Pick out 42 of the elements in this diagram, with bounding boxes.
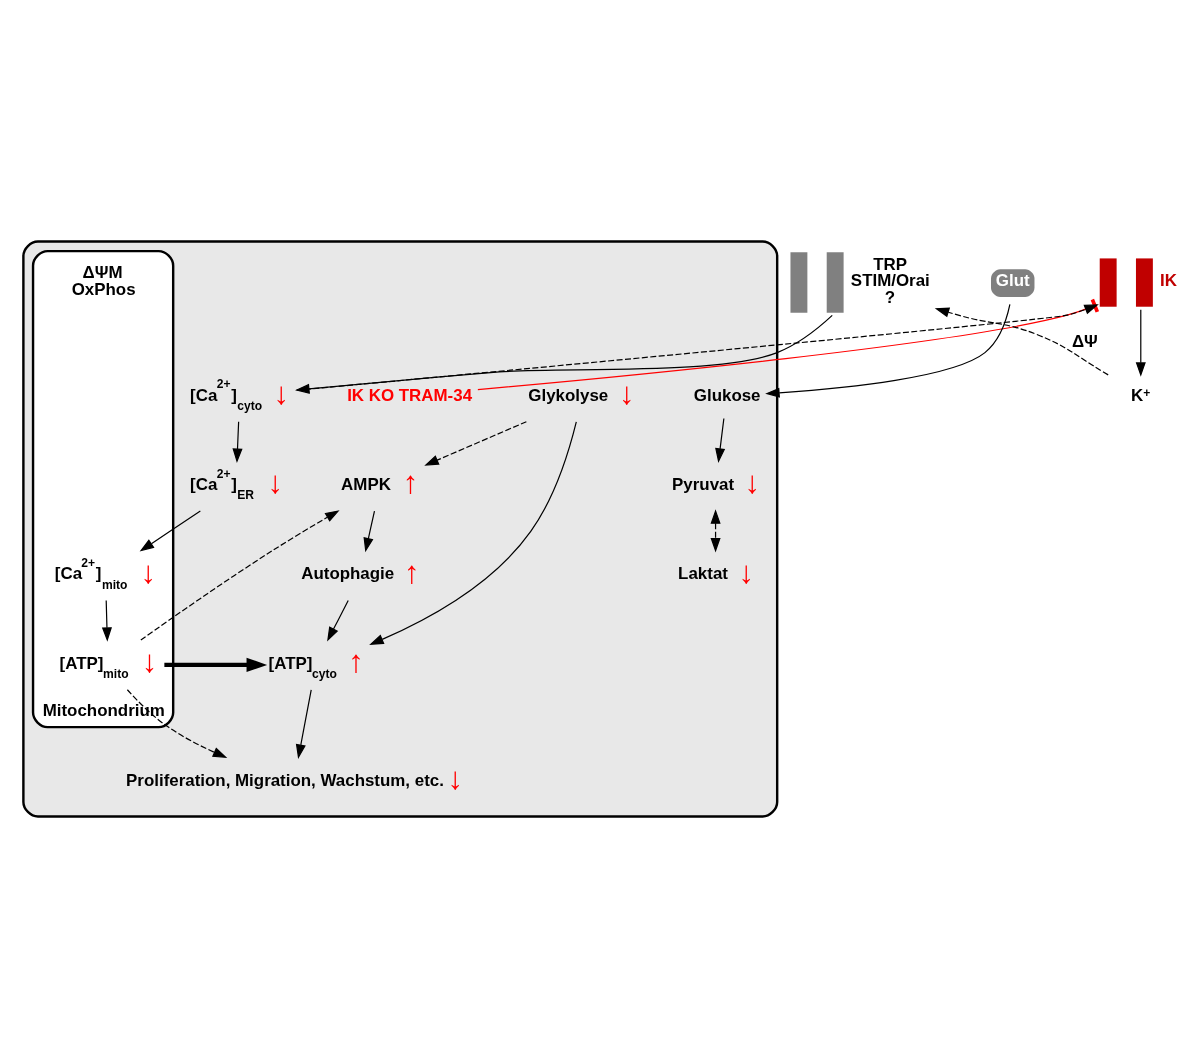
arrow <box>1135 308 1146 377</box>
node-label: ↓ <box>447 760 464 796</box>
node-label: ↓ <box>738 554 755 590</box>
node-label: ↓ <box>273 375 290 411</box>
node-label: ↓ <box>618 375 635 411</box>
arrow <box>327 599 349 642</box>
arrow <box>715 417 726 463</box>
node-label: TRP STIM/Orai ? <box>850 254 930 307</box>
node-label: ↑ <box>402 464 419 500</box>
arrow <box>934 307 1109 375</box>
node-label: IK <box>1160 270 1178 290</box>
arrow <box>363 510 376 552</box>
arrow <box>710 508 721 552</box>
label: ΔΨM OxPhos <box>71 262 136 299</box>
arrow <box>232 420 243 463</box>
arrow <box>140 509 340 641</box>
node-text: IK KO TRAM-34 <box>347 385 473 405</box>
node-text: Glykolyse <box>528 385 609 405</box>
node-text: K+ <box>1131 385 1151 405</box>
node-box: Glut <box>991 268 1035 297</box>
node-label: ↓ <box>267 464 284 500</box>
arrow <box>369 420 577 645</box>
node-text: AMPK <box>341 474 391 494</box>
node-text: Laktat <box>678 563 728 583</box>
arrow <box>765 303 1011 398</box>
node-label: ↓ <box>141 643 158 679</box>
arrow <box>424 420 527 466</box>
node-label: ↓ <box>744 464 761 500</box>
arrow <box>101 599 113 642</box>
arrow <box>164 657 268 672</box>
arrow <box>295 688 312 759</box>
node-label: ↑ <box>403 554 420 590</box>
node-text: Proliferation, Migration, Wachstum, etc. <box>126 770 444 790</box>
node-label: ↓ <box>140 554 157 590</box>
edge-label: ΔΨ <box>1071 331 1098 351</box>
node-text: Pyruvat <box>672 474 735 494</box>
arrow <box>295 314 833 394</box>
arrow <box>126 688 228 758</box>
node-text: Autophagie <box>301 563 395 583</box>
arrow <box>139 510 201 552</box>
node-label: ↑ <box>348 643 365 679</box>
node-text: Glukose <box>693 385 761 405</box>
